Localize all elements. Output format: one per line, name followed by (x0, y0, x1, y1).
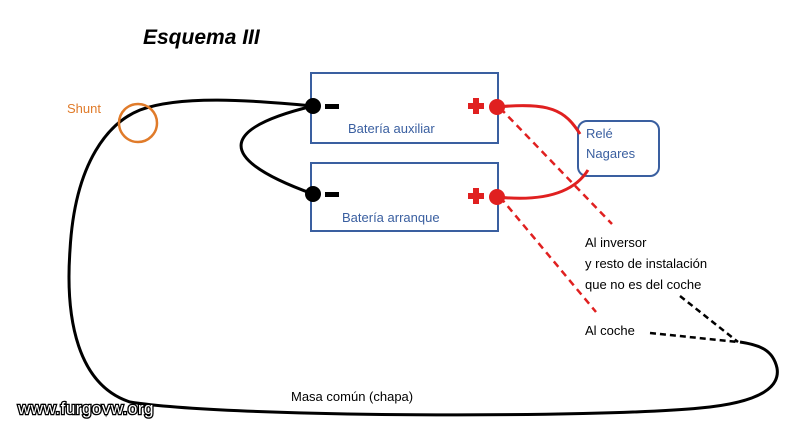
relay-label-line1: Relé (586, 126, 613, 141)
relay-label-line2: Nagares (586, 146, 636, 161)
inverter-note-line3: que no es del coche (585, 277, 701, 292)
site-watermark: www.furgovw.org (17, 399, 154, 418)
start-positive-terminal (489, 189, 505, 205)
car-note: Al coche (585, 323, 635, 338)
relay-box (577, 120, 660, 177)
battery-starter-label: Batería arranque (342, 210, 440, 225)
aux-minus-sign (325, 104, 339, 109)
battery-auxiliary-label: Batería auxiliar (348, 121, 435, 136)
inverter-dashed-wire (499, 107, 613, 225)
aux-positive-terminal (489, 99, 505, 115)
car-dashed-wire (499, 196, 597, 313)
common-ground-wire (67, 98, 779, 417)
battery-auxiliary-box (310, 72, 499, 144)
aux-plus-sign (468, 98, 484, 114)
shunt-marker (117, 102, 159, 144)
common-ground-label: Masa común (chapa) (291, 389, 413, 404)
inverter-note-line1: Al inversor (585, 235, 647, 250)
battery-starter-box (310, 162, 499, 232)
start-minus-sign (325, 192, 339, 197)
car-ground-dashed-wire (649, 331, 739, 344)
inverter-ground-dashed-wire (679, 295, 739, 343)
diagram-title: Esquema III (143, 26, 261, 49)
inverter-note-line2: y resto de instalación (585, 256, 707, 271)
negative-link-wire (239, 104, 314, 196)
relay-start-red-wire (496, 169, 590, 200)
start-negative-terminal (305, 186, 321, 202)
aux-negative-terminal (305, 98, 321, 114)
shunt-label: Shunt (67, 101, 101, 116)
relay-aux-red-wire (496, 104, 582, 135)
start-plus-sign (468, 188, 484, 204)
